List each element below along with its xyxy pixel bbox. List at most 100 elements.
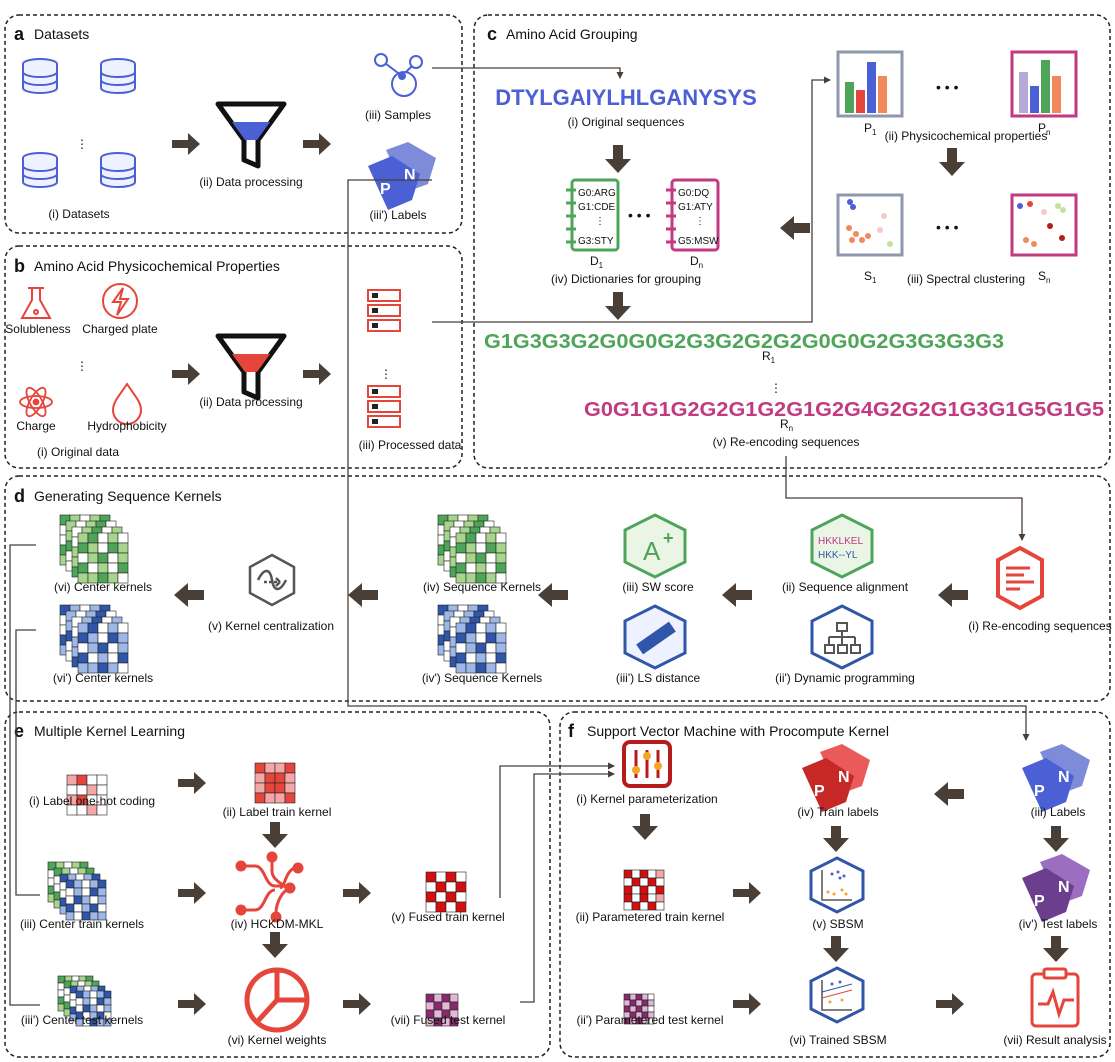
arrow-a1 (172, 133, 200, 155)
pink-sequence: G0G1G1G2G2G1G2G1G2G4G2G2G1G3G1G5G1G5 (584, 399, 1104, 421)
center-train-label: (iii) Center train kernels (20, 917, 144, 931)
connector-labels-f (347, 179, 1030, 741)
kernel-centralization-icon (248, 553, 296, 607)
trained-sbsm-icon (809, 966, 865, 1024)
funnel-blue-icon (215, 101, 287, 169)
arrow-f-down-s (823, 936, 849, 962)
arrow-f-left (934, 782, 964, 806)
sequence-kernels-label: (iv) Sequence Kernels (423, 580, 541, 594)
ls-distance-label: (iii') LS distance (616, 671, 701, 685)
hckdm-label: (iv) HCKDM-MKL (231, 917, 324, 931)
arrow-c-left (780, 216, 810, 240)
fused-test-matrix (425, 993, 459, 1027)
arrow-a2 (303, 133, 331, 155)
ellipsis-s: • • • (936, 219, 959, 235)
svg-text:N: N (838, 769, 850, 786)
data-processing-label-b: (ii) Data processing (199, 395, 302, 409)
dots-vertical-b: ⋮ (76, 359, 88, 373)
connector-fusedtest-kparam (520, 770, 615, 1003)
dots-vertical: ⋮ (76, 137, 88, 151)
svg-text:P: P (814, 783, 825, 800)
sbsm-label: (v) SBSM (812, 917, 863, 931)
p1-label: P1 (864, 121, 877, 137)
param-train-label: (ii) Parametered train kernel (576, 910, 725, 924)
fused-train-matrix (425, 871, 467, 913)
dn-label: Dn (690, 254, 703, 270)
charged-plate-label: Charged plate (82, 322, 158, 336)
panel-d-letter: d (14, 486, 25, 506)
connector-center-e2 (15, 629, 40, 896)
svg-text:G0:ARG: G0:ARG (578, 188, 616, 199)
arrow-d3 (538, 583, 568, 607)
center-kernel-stack-2-layer-3 (77, 622, 129, 674)
reencoding-label-c: (v) Re-encoding sequences (713, 435, 860, 449)
cluster-plot-s1 (836, 193, 904, 257)
panel-d-border (4, 475, 1111, 702)
dots-vertical-c: ⋮ (770, 381, 782, 395)
pie-chart-icon (244, 967, 310, 1033)
arrow-c-down1 (605, 145, 631, 173)
panel-c-letter: c (487, 24, 497, 44)
svg-text:G1:CDE: G1:CDE (578, 202, 616, 213)
processed-data-label: (iii) Processed data (359, 438, 462, 452)
panel-a-title: Datasets (34, 26, 89, 42)
property-chart-pn (1010, 50, 1078, 118)
panel-d-title: Generating Sequence Kernels (34, 488, 222, 504)
label-train-kernel-label: (ii) Label train kernel (223, 805, 332, 819)
arrow-b2 (303, 363, 331, 385)
sbsm-icon (809, 856, 865, 914)
connector-processed-physico (432, 76, 831, 323)
arrow-f-down-tl (823, 826, 849, 852)
train-labels-tag-icon: P N (802, 744, 870, 812)
funnel-red-icon (215, 333, 287, 401)
param-train-matrix (623, 869, 665, 911)
sw-score-label: (iii) SW score (622, 580, 694, 594)
center-kernels-label: (vi) Center kernels (54, 580, 152, 594)
arrow-f1 (733, 882, 761, 904)
sequence-kernels2-label: (iv') Sequence Kernels (422, 671, 542, 685)
panel-f-border (559, 711, 1111, 1058)
panel-b-title: Amino Acid Physicochemical Properties (34, 258, 280, 274)
arrow-e4 (178, 993, 206, 1015)
original-sequence: DTYLGAIYLHLGANYSYS (495, 85, 757, 110)
svg-text:⋮: ⋮ (695, 216, 705, 227)
center-test-label: (iii') Center test kernels (21, 1013, 143, 1027)
reencoding-icon (996, 545, 1044, 611)
kernel-stacks (47, 514, 665, 1027)
arrow-b1 (172, 363, 200, 385)
dictionary-d1: G0:ARG G1:CDE ⋮ G3:STY (566, 178, 620, 252)
svg-text:N: N (1058, 769, 1070, 786)
original-sequences-label: (i) Original sequences (568, 115, 685, 129)
svg-text:P: P (1034, 783, 1045, 800)
arrow-f-down-l (1043, 826, 1069, 852)
sequence-kernel-stack-2-layer-3 (455, 622, 507, 674)
processed-data-icon (367, 289, 401, 428)
sequence-alignment-icon: HKKLKEL HKK--YL (810, 513, 874, 579)
svg-text:G0:DQ: G0:DQ (678, 188, 709, 199)
svg-text:N: N (1058, 879, 1070, 896)
panel-c-title: Amino Acid Grouping (506, 26, 638, 42)
svg-text:G5:MSW: G5:MSW (678, 236, 719, 247)
connector-lines (9, 67, 1030, 1006)
kernel-parameterization-icon (622, 740, 672, 788)
arrow-f3 (936, 993, 964, 1015)
center-train-layer-3 (65, 879, 107, 921)
sequence-kernel-stack-layer-3 (455, 532, 507, 584)
arrow-f-down1 (632, 814, 658, 840)
kernel-centralization-label: (v) Kernel centralization (208, 619, 334, 633)
pn-label: Pn (1038, 121, 1050, 137)
arrow-e2 (178, 882, 206, 904)
hckdm-mkl-icon (235, 851, 304, 923)
connector-fused-kparam (499, 762, 615, 898)
arrow-e-down2 (262, 932, 288, 958)
water-drop-icon (111, 382, 143, 425)
svg-text:HKKLKEL: HKKLKEL (818, 536, 863, 547)
property-chart-p1 (836, 50, 904, 118)
arrow-d2 (722, 583, 752, 607)
arrow-e-down1 (262, 822, 288, 848)
arrow-e5 (343, 993, 371, 1015)
dictionary-dn: G0:DQ G1:ATY ⋮ G5:MSW (666, 178, 720, 252)
arrow-f2 (733, 993, 761, 1015)
dots-vertical-b2: ⋮ (380, 367, 392, 381)
dictionaries-label: (iv) Dictionaries for grouping (551, 272, 701, 286)
